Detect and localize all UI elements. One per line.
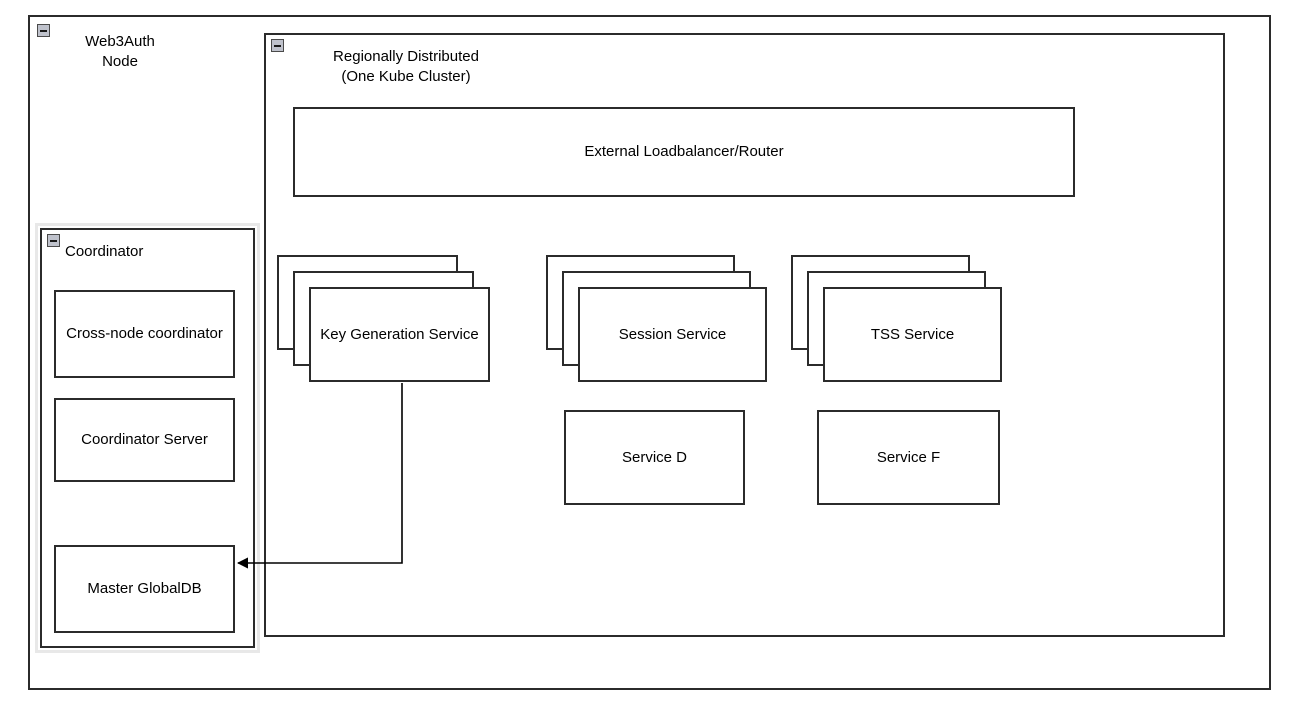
node-coordinator-server[interactable]: Coordinator Server — [54, 398, 235, 482]
group-title-web3auth-node: Web3Auth Node — [85, 33, 155, 71]
collapse-minus-icon-coordinator[interactable] — [47, 234, 60, 247]
stacked-node-session-service[interactable]: Session Service — [546, 255, 768, 383]
node-service-f[interactable]: Service F — [817, 410, 1000, 505]
group-title-regionally-distributed: Regionally Distributed (One Kube Cluster… — [333, 48, 479, 86]
stack-layer-front[interactable]: Key Generation Service — [309, 287, 490, 382]
node-external-loadbalancer-router[interactable]: External Loadbalancer/Router — [293, 107, 1075, 197]
node-cross-node-coordinator[interactable]: Cross-node coordinator — [54, 290, 235, 378]
stack-layer-front[interactable]: TSS Service — [823, 287, 1002, 382]
stack-layer-front[interactable]: Session Service — [578, 287, 767, 382]
collapse-minus-icon-regionally-distributed[interactable] — [271, 39, 284, 52]
stacked-node-key-generation-service[interactable]: Key Generation Service — [277, 255, 491, 383]
collapse-minus-icon-web3auth-node[interactable] — [37, 24, 50, 37]
node-service-d[interactable]: Service D — [564, 410, 745, 505]
group-title-coordinator: Coordinator — [65, 243, 144, 260]
node-master-globaldb[interactable]: Master GlobalDB — [54, 545, 235, 633]
stacked-node-tss-service[interactable]: TSS Service — [791, 255, 1002, 383]
